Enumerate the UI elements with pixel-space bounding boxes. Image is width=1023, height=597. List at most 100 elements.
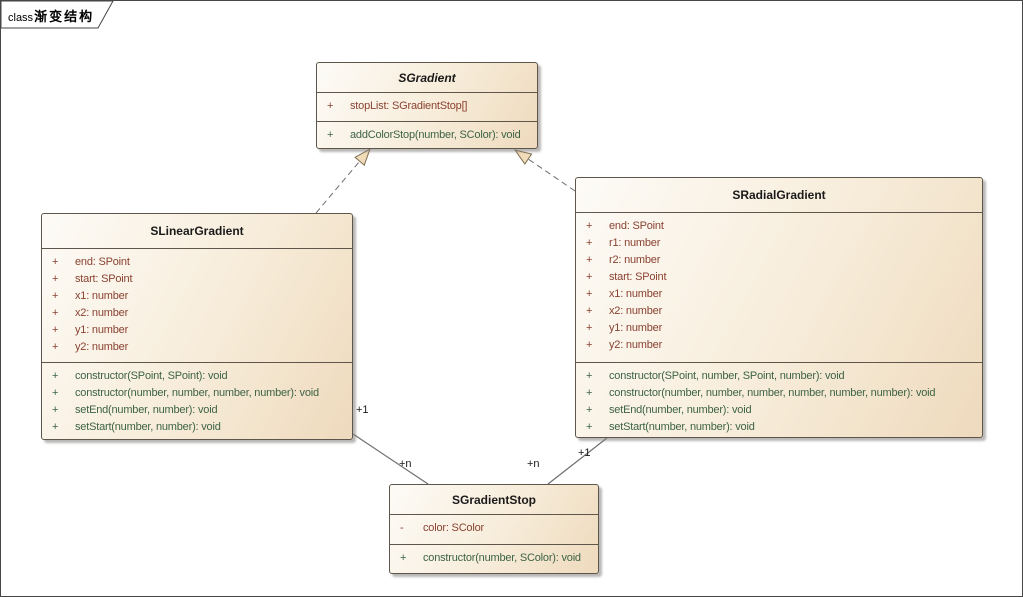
attribute-row: + x2: number [576,302,982,319]
attribute-text: r1: number [609,236,661,249]
attribute-row: + stopList: SGradientStop[] [317,97,537,114]
operation-text: setEnd(number, number): void [75,403,218,416]
generalization-slineargradient-to-sgradient[interactable] [315,147,371,214]
operation-text: constructor(number, SColor): void [423,551,581,564]
attribute-text: end: SPoint [609,219,664,232]
attributes-compartment: + end: SPoint + start: SPoint + x1: numb… [42,248,352,362]
attribute-row: + x2: number [42,304,352,321]
attribute-text: x2: number [75,306,129,319]
operations-compartment: + constructor(number, SColor): void [390,544,598,573]
visibility-symbol: + [586,369,593,382]
attribute-text: stopList: SGradientStop[] [350,99,468,112]
visibility-symbol: + [586,304,593,317]
attribute-row: + r1: number [576,234,982,251]
operation-text: constructor(SPoint, SPoint): void [75,369,228,382]
association-sradialgradient-to-sgradientstop[interactable] [547,437,608,485]
attribute-row: + start: SPoint [42,270,352,287]
class-box-sradialgradient[interactable]: SRadialGradient + end: SPoint + r1: numb… [575,177,983,438]
visibility-symbol: + [52,255,59,268]
visibility-symbol: + [586,420,593,433]
attribute-text: start: SPoint [609,270,667,283]
attribute-row: + x1: number [42,287,352,304]
operation-row: + constructor(SPoint, number, SPoint, nu… [576,367,982,384]
attribute-text: end: SPoint [75,255,130,268]
class-title: SRadialGradient [732,188,826,202]
visibility-symbol: + [327,99,334,112]
operation-text: setStart(number, number): void [75,420,221,433]
attribute-row: + x1: number [576,285,982,302]
attribute-row: + end: SPoint [576,217,982,234]
visibility-symbol: + [52,272,59,285]
visibility-symbol: + [586,338,593,351]
association-slineargradient-to-sgradientstop[interactable] [352,433,429,485]
attribute-text: x2: number [609,304,663,317]
attribute-row: + y1: number [576,319,982,336]
visibility-symbol: + [586,321,593,334]
visibility-symbol: + [52,323,59,336]
visibility-symbol: - [400,521,404,534]
attribute-row: - color: SColor [390,519,598,536]
visibility-symbol: + [52,340,59,353]
attribute-text: color: SColor [423,521,484,534]
attribute-text: y1: number [75,323,129,336]
operation-row: + setEnd(number, number): void [42,401,352,418]
visibility-symbol: + [586,287,593,300]
class-title: SGradientStop [451,492,536,507]
operation-row: + setStart(number, number): void [42,418,352,435]
class-title: SLinearGradient [150,224,244,238]
attribute-row: + start: SPoint [576,268,982,285]
visibility-symbol: + [327,128,334,141]
operations-compartment: + constructor(SPoint, number, SPoint, nu… [576,362,982,437]
diagram-type-label: class [8,12,34,24]
operation-text: setEnd(number, number): void [609,403,752,416]
attributes-compartment: - color: SColor [390,514,598,544]
visibility-symbol: + [586,403,593,416]
visibility-symbol: + [52,386,59,399]
operation-row: + setEnd(number, number): void [576,401,982,418]
attribute-row: + y1: number [42,321,352,338]
visibility-symbol: + [586,270,593,283]
attribute-text: y2: number [75,340,129,353]
visibility-symbol: + [52,420,59,433]
visibility-symbol: + [52,306,59,319]
attribute-row: + y2: number [42,338,352,355]
operation-row: + constructor(SPoint, SPoint): void [42,367,352,384]
visibility-symbol: + [52,289,59,302]
multiplicity-label-slinear-target: +n [399,458,412,470]
visibility-symbol: + [400,551,407,564]
class-box-sgradient[interactable]: SGradient + stopList: SGradientStop[] + … [316,62,538,149]
operation-row: + constructor(number, number, number, nu… [576,384,982,401]
attribute-text: y1: number [609,321,663,334]
operation-row: + constructor(number, SColor): void [390,549,598,566]
visibility-symbol: + [52,403,59,416]
attribute-row: + end: SPoint [42,253,352,270]
class-box-slineargradient[interactable]: SLinearGradient + end: SPoint + start: S… [41,213,353,440]
multiplicity-label-sradial-source: +1 [578,447,591,459]
operation-row: + constructor(number, number, number, nu… [42,384,352,401]
attribute-text: y2: number [609,338,663,351]
visibility-symbol: + [586,386,593,399]
visibility-symbol: + [586,236,593,249]
operation-text: constructor(number, number, number, numb… [75,386,319,399]
multiplicity-label-slinear-source: +1 [356,404,369,416]
operations-compartment: + addColorStop(number, SColor): void [317,121,537,148]
class-box-sgradientstop[interactable]: SGradientStop - color: SColor + construc… [389,484,599,574]
operation-row: + setStart(number, number): void [576,418,982,435]
attributes-compartment: + end: SPoint + r1: number + r2: number … [576,212,982,362]
multiplicity-label-sradial-target: +n [527,458,540,470]
operation-row: + addColorStop(number, SColor): void [317,126,537,143]
diagram-frame-tab: class渐变结构 [1,1,121,29]
generalization-sradialgradient-to-sgradient[interactable] [513,149,576,192]
visibility-symbol: + [586,219,593,232]
frame-tab-shape [1,1,114,29]
attributes-compartment: + stopList: SGradientStop[] [317,92,537,121]
visibility-symbol: + [586,253,593,266]
class-title: SGradient [398,70,456,85]
attribute-text: x1: number [75,289,129,302]
operation-text: constructor(number, number, number, numb… [609,386,936,399]
attribute-row: + y2: number [576,336,982,353]
operations-compartment: + constructor(SPoint, SPoint): void + co… [42,362,352,439]
operation-text: addColorStop(number, SColor): void [350,128,521,141]
